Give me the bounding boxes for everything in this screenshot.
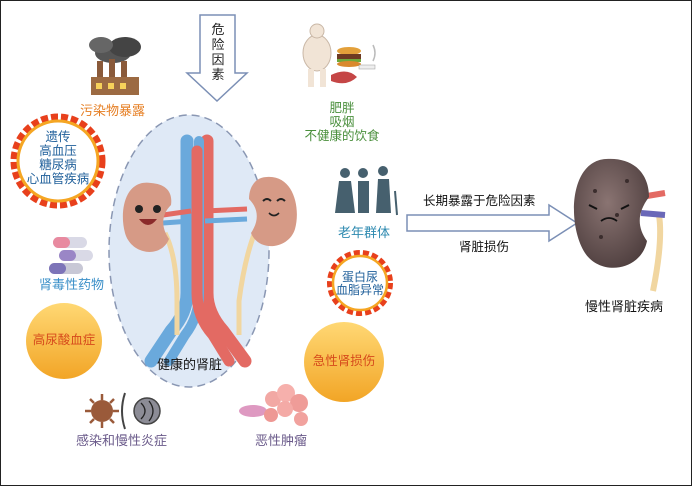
proteinuria-dyslipidemia-list: 蛋白尿 血脂异常 — [332, 270, 388, 298]
genetic-disease-list: 遗传 高血压 糖尿病 心血管疾病 — [14, 130, 102, 186]
healthy-kidney-label: 健康的肾脏 — [157, 358, 223, 373]
infection-virus-icon — [85, 392, 161, 430]
hyperuricemia-label: 高尿酸血症 — [32, 332, 96, 347]
elderly-label: 老年群体 — [338, 226, 391, 241]
infection-inflammation-label: 感染和慢性炎症 — [76, 434, 168, 449]
cardiovascular-label: 心血管疾病 — [26, 171, 90, 186]
progression-bottom-label: 肾脏损伤 — [459, 239, 510, 254]
progression-arrow — [406, 203, 579, 243]
healthy-kidney-right — [249, 176, 297, 247]
healthy-kidney-left — [122, 182, 172, 252]
dyslipidemia-label: 血脂异常 — [335, 283, 384, 298]
hyperuricemia-circle — [26, 303, 102, 379]
diseased-kidney-icon — [573, 158, 666, 292]
diseased-kidney-label: 慢性肾脏疾病 — [585, 300, 664, 315]
genetic-fire-ring — [10, 113, 106, 209]
factory-pollution-icon — [89, 37, 141, 95]
malignant-tumor-label: 恶性肿瘤 — [255, 434, 308, 449]
acute-kidney-injury-circle — [304, 322, 384, 402]
risk-factor-arrow-label: 危险因素 — [211, 23, 225, 83]
malignant-tumor-icon — [239, 384, 308, 426]
lifestyle-list: 肥胖 吸烟 不健康的饮食 — [296, 101, 388, 143]
elderly-group-icon — [335, 166, 398, 216]
pollution-label: 污染物暴露 — [80, 104, 146, 119]
acute-kidney-injury-label: 急性肾损伤 — [312, 353, 376, 368]
lifestyle-icon — [302, 23, 376, 87]
proteinuria-label: 蛋白尿 — [341, 270, 378, 284]
unhealthy-diet-label: 不健康的饮食 — [304, 128, 380, 143]
nephrotoxic-drug-label: 肾毒性药物 — [39, 278, 105, 293]
hypertension-label: 高血压 — [39, 143, 77, 158]
obesity-label: 肥胖 — [329, 100, 355, 115]
diabetes-label: 糖尿病 — [39, 157, 77, 172]
genetic-label: 遗传 — [45, 129, 71, 144]
risk-factor-arrow — [185, 14, 249, 103]
nephrotoxic-drug-icon — [49, 237, 93, 274]
smoking-label: 吸烟 — [329, 114, 355, 129]
proteinuria-fire-ring — [327, 250, 393, 316]
progression-top-label: 长期暴露于危险因素 — [423, 193, 536, 208]
